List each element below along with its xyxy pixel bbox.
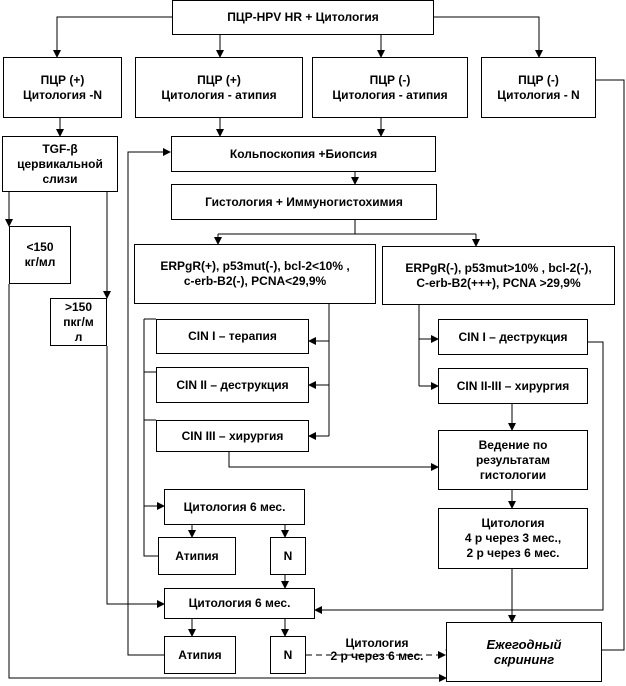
connector-atyp-b-loop-to-colpo (127, 148, 171, 656)
connector-top-to-pcr-pos-n (53, 16, 172, 58)
box-vedenie: Ведение по результатам гистологии (438, 430, 588, 490)
box-yearly-screening: Ежегодный скрининг (446, 622, 602, 682)
box-atypia-a: Атипия (158, 537, 236, 575)
box-colpo: Кольпоскопия +Биопсия (171, 136, 436, 172)
box-cyto-4r: Цитология 4 р через 3 мес., 2 р через 6 … (438, 508, 588, 569)
box-cyto6-a: Цитология 6 мес. (164, 489, 305, 525)
box-gt150: >150 пкг/м л (50, 298, 107, 346)
box-cyto6-b: Цитология 6 мес. (164, 588, 315, 619)
connector-lt150-to-yearly (8, 284, 447, 682)
box-pcr-pos-atyp: ПЦР (+) Цитология - атипия (135, 57, 303, 118)
connector-gt150-to-cyto6b (106, 346, 165, 608)
box-cin3-surgery: CIN III – хирургия (156, 420, 309, 452)
box-cin2-destruction: CIN II – деструкция (156, 367, 309, 403)
connector-cin1d-to-cyto6b (314, 341, 604, 614)
box-lt150: <150 кг/мл (9, 226, 71, 284)
box-top: ПЦР-HPV HR + Цитология (172, 0, 434, 35)
box-pcr-pos-n: ПЦР (+) Цитология -N (3, 57, 122, 118)
box-pcr-neg-atyp: ПЦР (-) Цитология - атипия (312, 57, 468, 118)
box-atypia-b: Атипия (164, 636, 236, 674)
box-n-a: N (270, 537, 306, 575)
connector-cin3-to-vedenie (228, 452, 439, 471)
box-cin1-therapy: CIN I – терапия (156, 319, 309, 354)
box-cin1-destruction: CIN I – деструкция (438, 319, 588, 355)
box-histo: Гистология + Иммуногистохимия (171, 184, 437, 220)
connector-top-to-pcr-neg-n (434, 16, 543, 58)
box-pcr-neg-n: ПЦР (-) Цитология - N (481, 57, 596, 118)
box-cin23-surgery: CIN II-III – хирургия (438, 368, 588, 404)
connector-atyp-a-to-cin (143, 506, 158, 557)
dashed-connector-label: Цитология 2 р через 6 мес. (330, 636, 424, 663)
box-erp-neg: ERPgR(-), p53mut>10% , bcl-2(-), C-erb-B… (382, 246, 615, 305)
box-erp-pos: ERPgR(+), p53mut(-), bcl-2<10% , c-erb-B… (134, 244, 376, 304)
box-tgf: TGF-β цервикальной слизи (2, 136, 118, 192)
box-n-b: N (270, 636, 306, 674)
